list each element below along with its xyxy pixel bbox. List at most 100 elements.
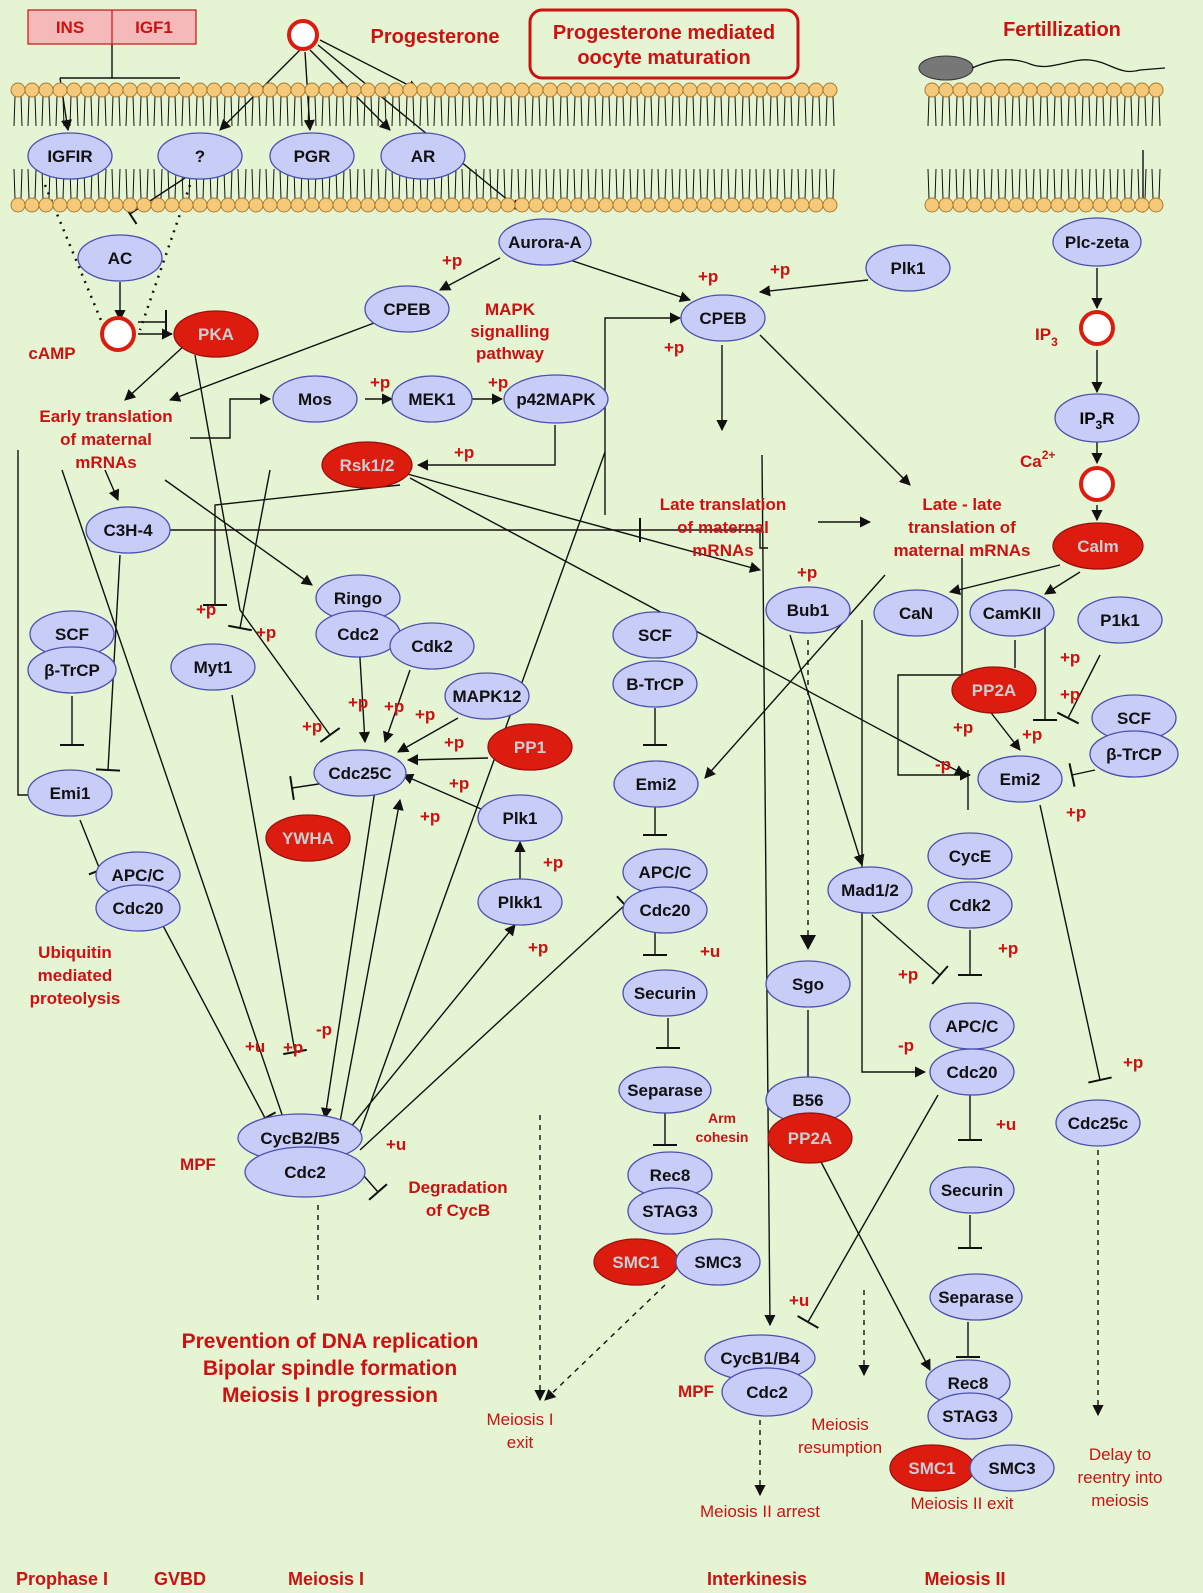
phosphorylation-mark: +p <box>348 693 368 712</box>
node-shape <box>929 1273 1023 1321</box>
degradation-label-1: Degradation <box>408 1178 507 1197</box>
phosphorylation-mark: +p <box>1022 725 1042 744</box>
node-shape <box>157 132 243 180</box>
labels: cAMP MAPK signalling pathway Early trans… <box>16 300 1163 1589</box>
node-shape <box>487 723 573 771</box>
edge-cpeb-early <box>168 319 383 402</box>
phosphorylation-mark: +p <box>664 338 684 357</box>
node-stag3-2: STAG3 <box>927 1392 1013 1440</box>
progesterone-label: Progesterone <box>371 26 500 48</box>
node-shape <box>1052 217 1142 267</box>
edge-rsk-myt1 <box>203 484 401 606</box>
node-shape <box>1055 1099 1141 1147</box>
membrane-left <box>10 82 838 213</box>
node-shape <box>27 132 113 180</box>
edge-apc3-cycb1 <box>797 1094 939 1329</box>
node-mos: Mos <box>272 375 358 423</box>
edge-calm-camkii <box>1044 571 1081 595</box>
node-label: Ringo <box>334 589 382 608</box>
camp-circle <box>100 316 136 352</box>
phosphorylation-mark: +p <box>420 807 440 826</box>
prevention-label-3: Meiosis I progression <box>222 1384 438 1407</box>
phosphorylation-mark: +p <box>442 251 462 270</box>
ubiquitination-mark: +u <box>789 1291 809 1310</box>
node-cdc20-3: Cdc20 <box>929 1048 1015 1096</box>
node-label: Emi2 <box>1000 770 1041 789</box>
edge-prog-aurora <box>317 44 521 211</box>
ins-label: INS <box>56 18 84 37</box>
edge-cdc25c-mpf <box>320 789 376 1120</box>
phase-gvbd: GVBD <box>154 1569 206 1589</box>
edge-mad-apc3 <box>871 914 949 985</box>
node-scf2: SCF <box>612 611 698 659</box>
node-label: STAG3 <box>942 1407 997 1426</box>
progesterone-icon <box>287 19 319 51</box>
arm-cohesin-label-1: Arm <box>708 1110 736 1126</box>
phosphorylation-mark: +p <box>196 600 216 619</box>
node-shape <box>622 886 708 934</box>
node-scf1: SCF <box>29 610 115 658</box>
phosphorylation-mark: +p <box>1123 1053 1143 1072</box>
degradation-label-2: of CycB <box>426 1201 490 1220</box>
node-cdc2-a: Cdc2 <box>315 610 401 658</box>
node-label: SMC3 <box>694 1253 741 1272</box>
delay-label-3: meiosis <box>1091 1491 1149 1510</box>
phosphorylation-mark: +p <box>797 563 817 582</box>
prevention-label-2: Bipolar spindle formation <box>203 1357 457 1380</box>
node-label: AC <box>108 249 133 268</box>
node-shape <box>929 1048 1015 1096</box>
mii-exit-label: Meiosis II exit <box>911 1494 1014 1513</box>
node-rec8-1: Rec8 <box>627 1151 713 1199</box>
phosphorylation-mark: +p <box>302 717 322 736</box>
node-myt1: Myt1 <box>170 643 256 691</box>
node-label: Cdk2 <box>411 637 453 656</box>
node-cdc2-mpf: Cdc2 <box>244 1146 366 1198</box>
igf1-label: IGF1 <box>135 18 173 37</box>
prevention-label-1: Prevention of DNA replication <box>182 1330 479 1353</box>
mpf-label-left: MPF <box>180 1155 216 1174</box>
ip3-label: IP3 <box>1035 325 1058 349</box>
node-shape <box>1089 730 1179 778</box>
node-label: Plkk1 <box>498 893 542 912</box>
node-shape <box>364 285 450 333</box>
node-shape <box>612 611 698 659</box>
dephosphorylation-mark: -p <box>316 1020 332 1039</box>
title-box <box>528 8 800 80</box>
node-pp2a-right: PP2A <box>951 666 1037 714</box>
node-label: Emi1 <box>50 784 91 803</box>
edge-p1k1-emi2 <box>1056 654 1101 725</box>
node-shape <box>765 960 851 1008</box>
node-btrcp2: B-TrCP <box>612 660 698 708</box>
node-label: YWHA <box>282 829 334 848</box>
title-line1: Progesterone mediated <box>553 22 775 44</box>
node-label: SCF <box>55 625 89 644</box>
node-b56: B56 <box>765 1076 851 1124</box>
node-smc3-1: SMC3 <box>675 1238 761 1286</box>
edge-early-c3h4 <box>104 469 120 502</box>
node-shape <box>477 794 563 842</box>
node-shape <box>865 244 951 292</box>
membranes <box>10 82 1164 213</box>
sperm-icon <box>918 55 1166 81</box>
edge-myt1-mpf <box>231 694 307 1056</box>
edge-pp2a-rec8 <box>819 1159 931 1371</box>
node-rec8-2: Rec8 <box>925 1359 1011 1407</box>
phase-prophase: Prophase I <box>16 1569 108 1589</box>
node-shape <box>929 1166 1015 1214</box>
meiosis1-exit-label-1: Meiosis I <box>486 1410 553 1429</box>
node-label: AR <box>411 147 436 166</box>
node-pka: PKA <box>173 310 259 358</box>
node-label: CycB1/B4 <box>720 1349 800 1368</box>
late-translation-2: of maternal <box>677 518 769 537</box>
node-emi2-a: Emi2 <box>613 760 699 808</box>
title-line2: oocyte maturation <box>577 47 750 69</box>
ubiquitination-mark: +u <box>700 942 720 961</box>
node-shape <box>951 666 1037 714</box>
node-mek1: MEK1 <box>391 375 473 423</box>
node-shape <box>391 375 473 423</box>
node-shape <box>173 310 259 358</box>
node-label: SMC3 <box>988 1459 1035 1478</box>
node-smc1-2: SMC1 <box>889 1444 975 1492</box>
